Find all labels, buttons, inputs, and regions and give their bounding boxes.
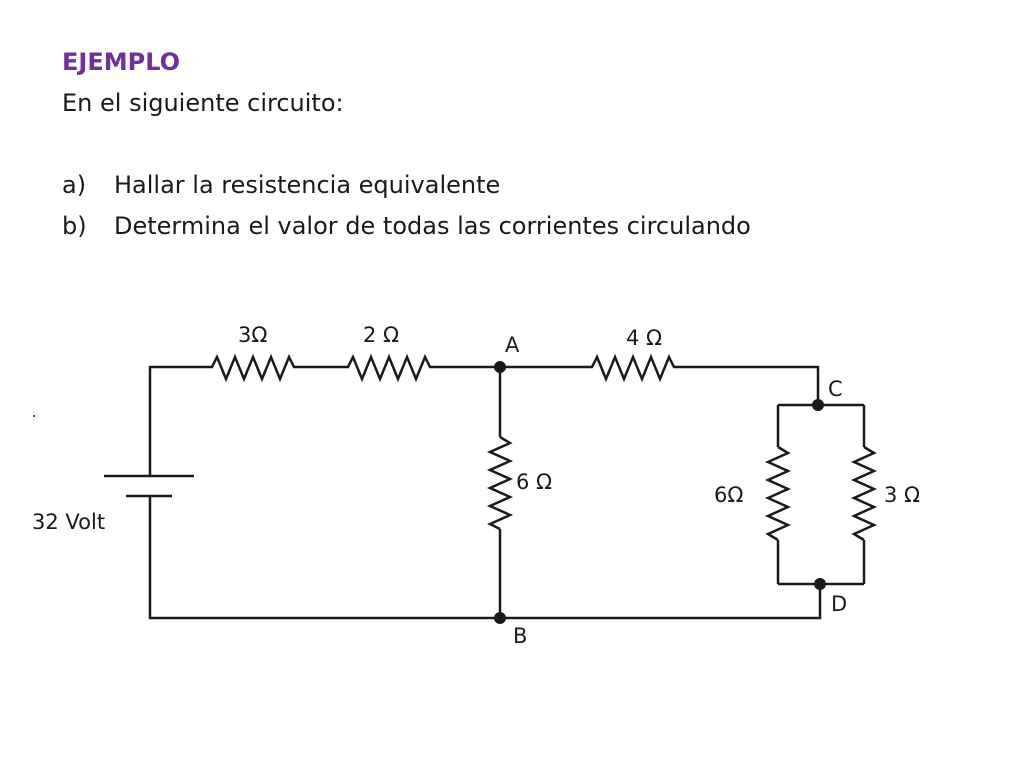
node-a-dot [494,361,506,373]
label-r2: 2 Ω [363,323,399,347]
node-d-dot [814,578,826,590]
label-node-a: A [505,333,520,357]
task-text: Hallar la resistencia equivalente [114,171,501,199]
node-c-dot [812,399,824,411]
stray-mark [33,415,35,417]
wire-left-bottom [148,496,500,620]
wire-left-top [148,365,200,476]
resistor-r4 [486,435,514,531]
label-node-b: B [513,624,527,648]
node-b-dot [494,612,506,624]
slide-heading: EJEMPLO [62,48,181,76]
wire-r3-c [694,365,820,405]
resistor-r6 [850,445,878,542]
label-r5: 6Ω [714,483,743,507]
task-text: Determina el valor de todas las corrient… [114,212,751,240]
resistor-r2 [344,353,436,383]
label-r4: 6 Ω [516,470,552,494]
wire-b-d [500,584,822,620]
resistor-r5 [764,445,792,542]
label-r6: 3 Ω [884,483,920,507]
resistor-r3 [575,353,694,383]
label-source: 32 Volt [32,510,105,534]
task-item-b: b) Determina el valor de todas las corri… [62,206,751,247]
resistor-r1 [200,353,302,383]
task-letter: a) [62,171,87,199]
task-item-a: a) Hallar la resistencia equivalente [62,165,751,206]
problem-text: EJEMPLO En el siguiente circuito: a) Hal… [62,42,751,247]
label-r3: 4 Ω [626,326,662,350]
label-node-c: C [828,377,843,401]
label-node-d: D [831,592,847,616]
intro-text: En el siguiente circuito: [62,89,344,117]
label-r1: 3Ω [238,323,267,347]
task-letter: b) [62,212,87,240]
